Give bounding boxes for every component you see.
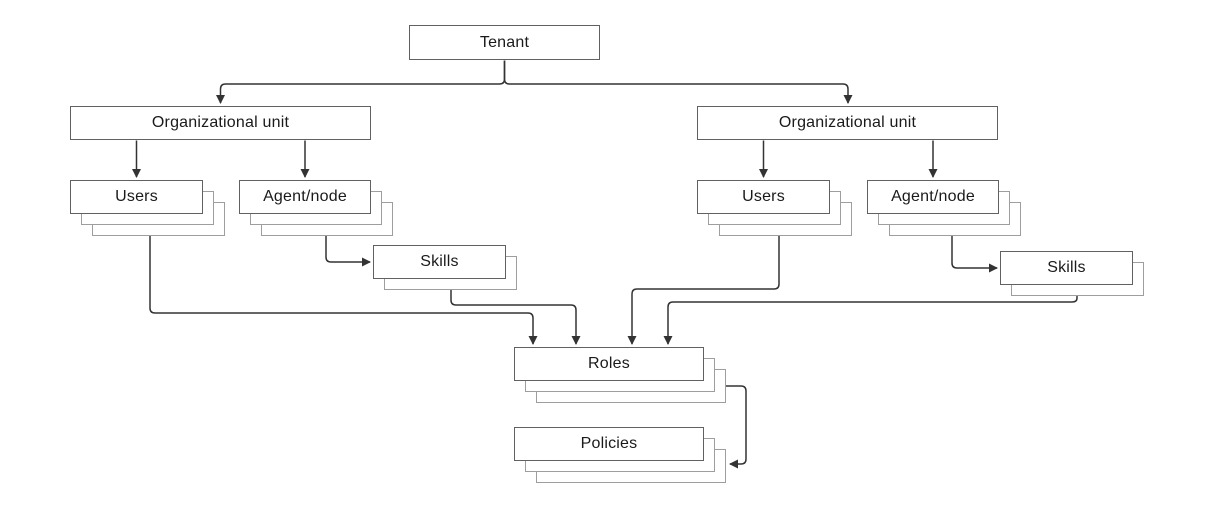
node-users-left-box: Users — [70, 180, 203, 214]
edge-tenant-to-ou-right — [503, 60, 853, 104]
edge-roles-to-policies — [726, 385, 747, 469]
node-policies-label: Policies — [580, 435, 638, 452]
node-agent-node-right: Agent/node — [867, 180, 1021, 236]
node-agent-node-right-box: Agent/node — [867, 180, 999, 214]
node-agent-node-left-box: Agent/node — [239, 180, 371, 214]
node-organizational-unit-right-box: Organizational unit — [697, 106, 998, 140]
node-organizational-unit-left-box: Organizational unit — [70, 106, 371, 140]
node-roles-box: Roles — [514, 347, 704, 381]
node-policies-box: Policies — [514, 427, 704, 461]
edge-skills-right-to-roles — [663, 296, 1078, 345]
node-skills-right-label: Skills — [1047, 259, 1086, 276]
edge-users-left-to-roles — [149, 236, 538, 345]
node-organizational-unit-left-label: Organizational unit — [151, 114, 290, 131]
edge-tenant-to-ou-left — [216, 60, 506, 104]
edge-agent-right-to-skills-right — [951, 236, 998, 273]
node-skills-left-box: Skills — [373, 245, 506, 279]
node-agent-node-right-label: Agent/node — [891, 188, 975, 205]
node-users-left: Users — [70, 180, 225, 236]
node-users-right-label: Users — [742, 188, 785, 205]
node-roles: Roles — [514, 347, 726, 403]
node-agent-node-left-label: Agent/node — [263, 188, 347, 205]
node-organizational-unit-left: Organizational unit — [70, 106, 371, 140]
node-skills-left: Skills — [373, 245, 517, 290]
node-organizational-unit-right: Organizational unit — [697, 106, 998, 140]
node-tenant: Tenant — [409, 25, 600, 60]
node-users-right-box: Users — [697, 180, 830, 214]
node-agent-node-left: Agent/node — [239, 180, 393, 236]
node-users-right: Users — [697, 180, 852, 236]
edge-skills-left-to-roles — [450, 290, 581, 345]
edge-users-right-to-roles — [627, 236, 780, 345]
node-skills-left-label: Skills — [420, 253, 459, 270]
node-policies: Policies — [514, 427, 726, 483]
node-roles-label: Roles — [588, 355, 630, 372]
node-tenant-box: Tenant — [409, 25, 600, 60]
node-organizational-unit-right-label: Organizational unit — [778, 114, 917, 131]
edge-agent-left-to-skills-left — [325, 236, 371, 267]
node-users-left-label: Users — [115, 188, 158, 205]
node-skills-right-box: Skills — [1000, 251, 1133, 285]
node-tenant-label: Tenant — [479, 33, 530, 51]
node-skills-right: Skills — [1000, 251, 1144, 296]
